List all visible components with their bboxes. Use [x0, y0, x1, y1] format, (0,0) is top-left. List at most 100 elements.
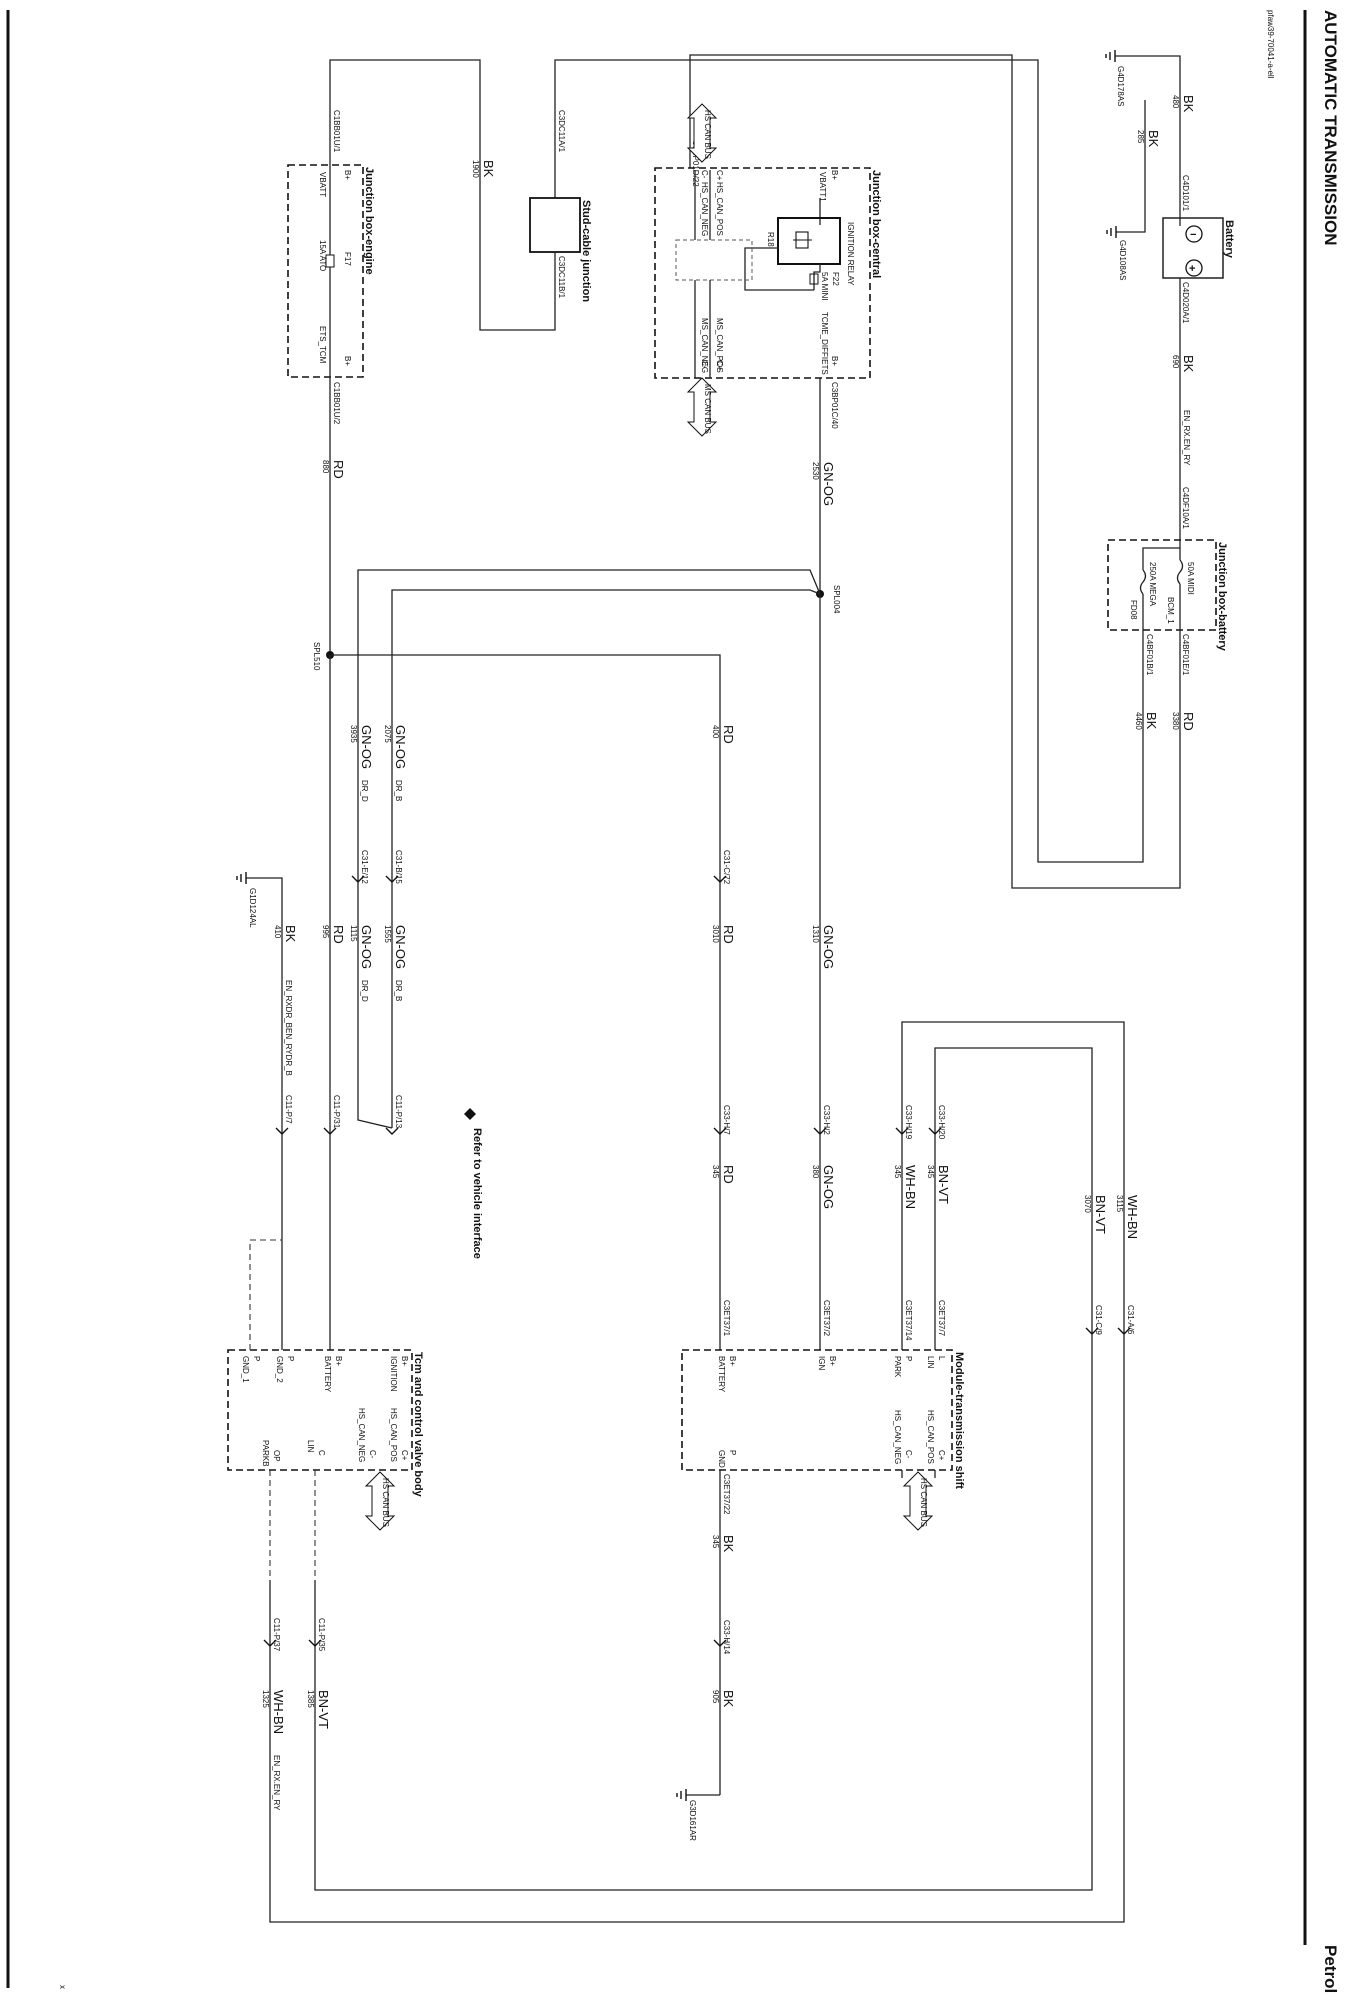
mts-conn-ign: C3ET37/2 — [822, 1300, 831, 1337]
jbb-fuse2 — [1139, 569, 1147, 595]
svg-text:VBATT1: VBATT1 — [818, 172, 827, 202]
svg-text:LIN: LIN — [926, 1356, 935, 1369]
jbe-conn-bottom: C1BB01U/2 — [332, 382, 341, 425]
svg-text:C+: C+ — [715, 170, 724, 181]
footer-mark: x — [58, 1985, 67, 1989]
wire-3935-signal: DR_D — [360, 780, 369, 802]
wire-4460 — [554, 59, 1144, 863]
svg-text:B+: B+ — [334, 1356, 343, 1366]
svg-text:B+: B+ — [728, 1356, 737, 1366]
svg-text:PARKB: PARKB — [261, 1440, 270, 1467]
svg-text:C11-P/31: C11-P/31 — [332, 1095, 341, 1129]
spl510-label: SPL510 — [312, 642, 321, 671]
svg-text:GND_1: GND_1 — [241, 1356, 250, 1383]
svg-text:5A MINI: 5A MINI — [820, 272, 829, 300]
wire-480-circuit: 480 — [1171, 95, 1180, 109]
mts-conn-lin: C3ET37/7 — [937, 1300, 946, 1337]
svg-text:IGN: IGN — [817, 1356, 826, 1370]
wire-480 — [1115, 55, 1181, 226]
wire-880-circuit: 880 — [321, 460, 330, 474]
svg-text:C11-P/13: C11-P/13 — [394, 1095, 403, 1129]
svg-text:C3DC11A/1: C3DC11A/1 — [557, 110, 566, 153]
wire-690-signal: EN_RX.EN_RY — [1182, 410, 1191, 466]
battery-conn-pos: C4D020A/1 — [1181, 282, 1190, 324]
connector-c31c9: C31-C/9 — [1085, 1305, 1103, 1335]
connector-c33h7: C33-H/7 — [713, 1105, 731, 1135]
wire-880-color: RD — [331, 460, 346, 479]
svg-text:BATTERY: BATTERY — [323, 1356, 332, 1393]
wire-345a-color: RD — [721, 1165, 736, 1184]
wire-345b-circuit: 345 — [926, 1165, 935, 1179]
battery-pos-terminal — [1185, 259, 1203, 277]
svg-text:G1D124AL: G1D124AL — [248, 888, 257, 928]
wire-3935 — [357, 569, 821, 1112]
module-transmission-shift: Module-transmission shift L LIN P PARK B… — [681, 1349, 965, 1489]
tcm-control-valve-body: Tcm and control valve body B+ IGNITION B… — [227, 1349, 424, 1498]
wire-410 — [246, 877, 283, 1350]
svg-text:HS_CAN_POS: HS_CAN_POS — [926, 1410, 935, 1464]
wire-345c-circuit: 345 — [893, 1165, 902, 1179]
wire-3115-color: WH-BN — [1125, 1195, 1140, 1239]
svg-text:C31-C/72: C31-C/72 — [722, 850, 731, 885]
header-title: AUTOMATIC TRANSMISSION — [1321, 10, 1340, 245]
svg-text:15A ATO: 15A ATO — [318, 240, 327, 271]
svg-text:C+: C+ — [715, 360, 724, 371]
jbc-outline — [654, 167, 871, 379]
wire-3935-circuit: 3935 — [349, 725, 358, 743]
mts-conn-park: C3ET37/14 — [904, 1300, 913, 1341]
wire-2075-signal: DR_B — [394, 780, 403, 801]
svg-text:HS CAN BUS: HS CAN BUS — [381, 1478, 390, 1527]
header-variant: Petrol — [1321, 1945, 1340, 1993]
svg-text:IGNITION: IGNITION — [389, 1356, 398, 1392]
wire-345b — [314, 1047, 1093, 1891]
junction-box-engine: Junction box-engine C1BB01U/1 B+ VBATT F… — [287, 110, 375, 378]
svg-text:VBATT: VBATT — [318, 172, 327, 197]
jbb-fuse1 — [1176, 559, 1184, 585]
wire-3380-color: RD — [1181, 712, 1196, 731]
svg-text:C-: C- — [904, 1450, 913, 1459]
wire-1325-signal: EN_RX.EN_RY — [272, 1755, 281, 1811]
svg-text:B+: B+ — [828, 1356, 837, 1366]
svg-text:FD08: FD08 — [1129, 600, 1138, 620]
wire-2075-join — [357, 1112, 393, 1129]
ignition-relay — [777, 217, 841, 265]
wire-1385-color: BN-VT — [316, 1690, 331, 1729]
svg-text:Stud-cable junction: Stud-cable junction — [580, 200, 592, 302]
svg-text:B+: B+ — [343, 356, 352, 366]
jbb-conn-in: C4DF10A/1 — [1181, 487, 1190, 529]
wire-1555-color: GN-OG — [393, 925, 408, 969]
svg-text:G4D108AS: G4D108AS — [1118, 240, 1127, 280]
svg-text:HS_CAN_NEG: HS_CAN_NEG — [357, 1408, 366, 1462]
wire-400-color: RD — [721, 725, 736, 744]
connector-c11p13: C11-P/13 — [385, 1095, 403, 1135]
wire-480-color: BK — [1181, 95, 1196, 113]
wire-380-color: GN-OG — [821, 1165, 836, 1209]
svg-text:GND_2: GND_2 — [275, 1356, 284, 1383]
svg-text:C11-P/7: C11-P/7 — [284, 1095, 293, 1124]
svg-text:C33-H/14: C33-H/14 — [722, 1620, 731, 1655]
svg-text:C-: C- — [700, 170, 709, 179]
connector-c11p7: C11-P/7 — [275, 1095, 293, 1135]
jbb-outline — [1107, 539, 1217, 631]
svg-text:F22: F22 — [831, 272, 840, 286]
wire-1555-signal: DR_B — [394, 980, 403, 1001]
ms-can-bus-arrow-central: MS CAN BUS — [686, 377, 718, 437]
stud-cable-body — [529, 197, 581, 253]
svg-text:P: P — [904, 1356, 913, 1361]
wire-345c-color: WH-BN — [903, 1165, 918, 1209]
svg-text:C+: C+ — [937, 1450, 946, 1461]
wire-905-color: BK — [721, 1690, 736, 1708]
mts-conn-bplus: C3ET37/1 — [722, 1300, 731, 1337]
svg-text:OP: OP — [272, 1450, 281, 1462]
svg-text:C31-C/9: C31-C/9 — [1094, 1305, 1103, 1335]
hs-can-bus-arrow-mts: HS CAN BUS — [902, 1471, 934, 1531]
svg-text:G3D161AR: G3D161AR — [688, 1800, 697, 1841]
wire-2530-color: GN-OG — [821, 462, 836, 506]
figure-id: pfaw39-70041-a-ell — [1266, 10, 1275, 79]
svg-text:P: P — [728, 1450, 737, 1455]
wire-1385-circuit: 1385 — [306, 1690, 315, 1708]
mts-outline — [681, 1349, 953, 1471]
svg-text:C33-H/2: C33-H/2 — [822, 1105, 831, 1135]
wire-345d-color: BK — [721, 1535, 736, 1553]
